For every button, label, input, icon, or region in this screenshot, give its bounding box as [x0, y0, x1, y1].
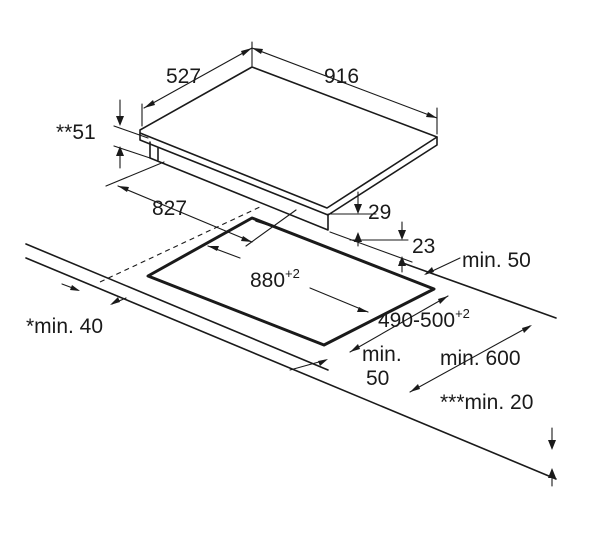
label-edge-offset: **51	[56, 121, 96, 144]
hob	[139, 66, 438, 247]
label-min-side-line2: 50	[366, 367, 390, 390]
label-min-side-line1: min.	[362, 343, 402, 366]
label-min-600: min. 600	[440, 347, 521, 370]
label-cutout-depth: 490-500+2	[378, 307, 470, 332]
label-hob-width: 916	[324, 65, 360, 88]
worktop	[25, 243, 557, 480]
label-hob-height: 29	[368, 201, 392, 224]
dim-29	[327, 191, 377, 247]
cutout-width-tolerance: +2	[285, 266, 300, 281]
dim-527	[141, 41, 253, 127]
dim-490-500	[349, 295, 449, 353]
label-frame-height: 23	[412, 235, 436, 258]
cutout-width-value: 880	[250, 269, 286, 292]
label-hob-depth: 527	[166, 65, 202, 88]
dim-51	[113, 99, 151, 169]
dim-23	[329, 221, 413, 273]
label-cutout-width: 880+2	[250, 267, 300, 292]
dim-min600	[409, 325, 532, 393]
dim-min40	[61, 283, 127, 305]
dim-880	[207, 245, 369, 313]
cutout-depth-value: 490-500	[378, 309, 456, 332]
dim-min20	[548, 427, 556, 487]
label-min-worktop: ***min. 20	[440, 391, 534, 414]
cutout-depth-tolerance: +2	[455, 306, 470, 321]
dim-827	[105, 161, 253, 243]
dim-min50-front	[289, 359, 328, 371]
label-frame-width: 827	[152, 197, 188, 220]
cutout-outline	[146, 216, 436, 347]
label-min-front-left: *min. 40	[26, 315, 104, 338]
dim-min50-back	[424, 257, 461, 275]
label-min-back: min. 50	[462, 249, 531, 272]
hidden-edge-line	[99, 205, 263, 283]
dim-916	[251, 47, 438, 135]
